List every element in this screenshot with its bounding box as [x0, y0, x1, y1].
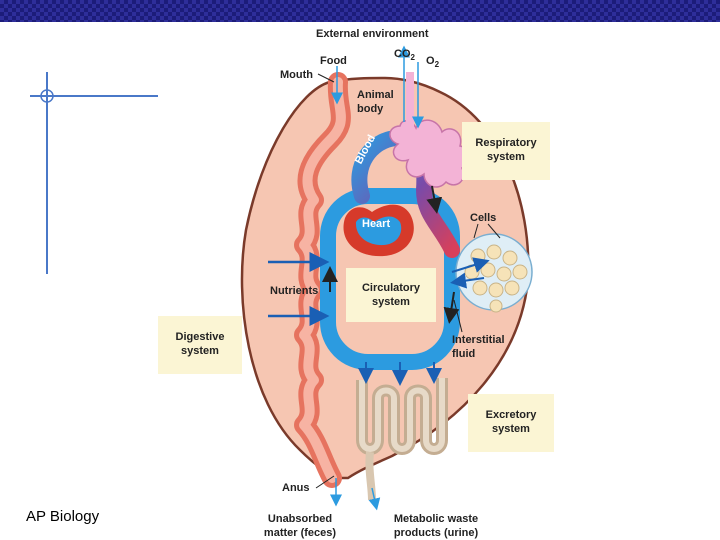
mouth-label: Mouth — [280, 69, 313, 81]
header-bar — [0, 0, 720, 22]
unabsorbed-matter-label-line2: matter (feces) — [263, 527, 337, 539]
respiratory-system-label-line2: system — [487, 151, 525, 163]
unabsorbed-matter-label-line1: Unabsorbed — [267, 513, 333, 525]
circulatory-system-label-line1: Circulatory — [361, 282, 421, 294]
o2-subscript: 2 — [434, 60, 440, 70]
circulatory-system-box: Circulatory system — [346, 268, 436, 322]
animal-body-label-line2: body — [357, 103, 384, 115]
respiratory-system-box: Respiratory system — [462, 122, 550, 180]
digestive-system-box: Digestive system — [158, 316, 242, 374]
animal-body-label-line1: Animal — [357, 89, 394, 101]
interstitial-fluid-label-line2: fluid — [452, 348, 476, 360]
lung-tissue — [389, 119, 471, 188]
excretory-system-label-line2: system — [492, 423, 530, 435]
co2-subscript: 2 — [410, 53, 415, 63]
digestive-system-label-line1: Digestive — [175, 331, 225, 343]
anus-label: Anus — [282, 482, 310, 494]
metabolic-waste-label-line2: products (urine) — [393, 527, 479, 539]
o2-label: O2 — [426, 54, 439, 72]
circulatory-system-label-line2: system — [372, 296, 410, 308]
o2-text: O — [426, 55, 435, 67]
interstitial-fluid-label-line1: Interstitial — [452, 334, 505, 346]
metabolic-waste-label-line1: Metabolic waste — [393, 513, 479, 525]
respiratory-system-label-line1: Respiratory — [475, 137, 537, 149]
footer-label: AP Biology — [26, 508, 100, 525]
co2-text: CO — [394, 48, 411, 60]
corner-crosshair-decoration — [30, 72, 158, 274]
cells-label: Cells — [470, 212, 497, 224]
excretory-system-label-line1: Excretory — [485, 409, 537, 421]
external-environment-label: External environment — [316, 28, 429, 40]
nutrients-label: Nutrients — [270, 285, 319, 297]
digestive-system-label-line2: system — [181, 345, 219, 357]
excretory-system-box: Excretory system — [468, 394, 554, 452]
heart-label: Heart — [362, 218, 391, 230]
food-label: Food — [320, 55, 347, 67]
co2-label: CO2 — [394, 47, 415, 65]
